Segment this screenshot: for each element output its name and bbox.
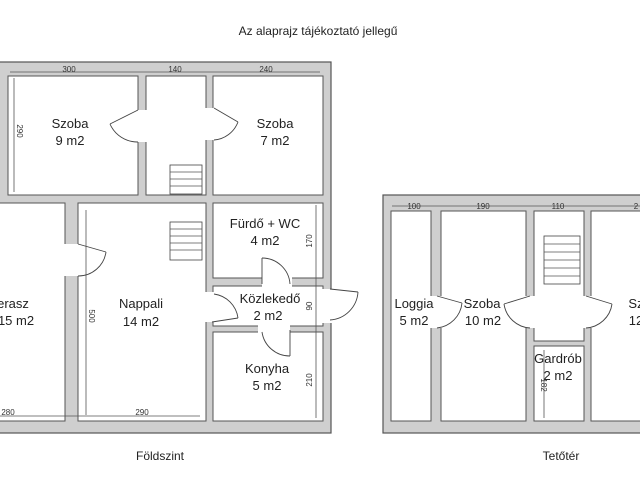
room-szoba-7 — [212, 75, 324, 196]
plan-title: Az alaprajz tájékoztató jellegű — [239, 24, 398, 38]
dimension-label: 210 — [305, 373, 314, 387]
attic-stairs — [543, 235, 581, 285]
room-label-name: Loggia — [394, 296, 434, 311]
room-terasz — [0, 202, 66, 422]
door-furdo — [261, 257, 292, 288]
dimension-label: 280 — [1, 408, 15, 417]
room-gardrob — [533, 345, 585, 422]
room-label-name: Nappali — [119, 296, 163, 311]
dimension-label: 300 — [62, 65, 76, 74]
room-attic-szoba — [590, 210, 640, 422]
room-label-name: Szoba — [52, 116, 90, 131]
room-label-name: Gardrób — [534, 351, 582, 366]
dimension-label: 290 — [135, 408, 149, 417]
room-label-area: 4 m2 — [251, 233, 280, 248]
door-nappali — [64, 243, 107, 277]
door-kozlekedo — [204, 292, 239, 323]
room-label-area: 12 — [629, 313, 640, 328]
stairs-lower — [169, 221, 203, 261]
door-szoba-9 — [109, 109, 148, 143]
door-attic-szoba-right — [582, 295, 613, 329]
dimension-label: 190 — [476, 202, 490, 211]
room-label-name: Szoba — [257, 116, 295, 131]
dimension-label: 100 — [407, 202, 421, 211]
dimension-label: 170 — [305, 234, 314, 248]
ground-floor-caption: Földszint — [136, 449, 185, 463]
room-label-name: erasz — [0, 296, 29, 311]
ground-floor-plan: Szoba 9 m2 Szoba 7 m2 Fürdő + WC 4 m2 Na… — [0, 61, 359, 434]
attic-plan: Loggia 5 m2 Szoba 10 m2 Gardrób 2 m2 Sz … — [382, 194, 640, 434]
room-label-area: 15 m2 — [0, 313, 34, 328]
room-konyha — [212, 331, 324, 422]
room-label-area: 10 m2 — [465, 313, 501, 328]
attic-caption: Tetőtér — [543, 449, 580, 463]
room-label-area: 5 m2 — [253, 378, 282, 393]
room-label-name: Konyha — [245, 361, 290, 376]
dimension-label: 140 — [168, 65, 182, 74]
room-label-area: 14 m2 — [123, 314, 159, 329]
room-label-name: Szoba — [464, 296, 502, 311]
room-label-area: 7 m2 — [261, 133, 290, 148]
door-szoba-7 — [204, 107, 239, 141]
room-label-area: 2 m2 — [544, 368, 573, 383]
room-label-area: 9 m2 — [56, 133, 85, 148]
room-label-area: 2 m2 — [254, 308, 283, 323]
door-entrance — [321, 288, 359, 323]
dimension-label: 500 — [87, 309, 96, 323]
door-attic-szoba — [503, 295, 536, 329]
room-label-name: Fürdő + WC — [230, 216, 300, 231]
room-szoba-9 — [7, 75, 139, 196]
room-label-name: Sz — [628, 296, 640, 311]
dimension-label: 2 — [634, 202, 639, 211]
dimension-label: 290 — [15, 124, 24, 138]
room-szoba-10 — [440, 210, 527, 422]
door-loggia — [429, 295, 463, 329]
door-konyha — [258, 324, 291, 357]
room-label-area: 5 m2 — [400, 313, 429, 328]
dimension-label: 182 — [539, 378, 548, 392]
room-label-name: Közlekedő — [240, 291, 301, 306]
stairs-upper — [169, 164, 203, 195]
dimension-label: 110 — [552, 202, 565, 211]
room-furdo — [212, 202, 324, 279]
dimension-label: 90 — [305, 301, 314, 310]
dimension-label: 240 — [259, 65, 273, 74]
